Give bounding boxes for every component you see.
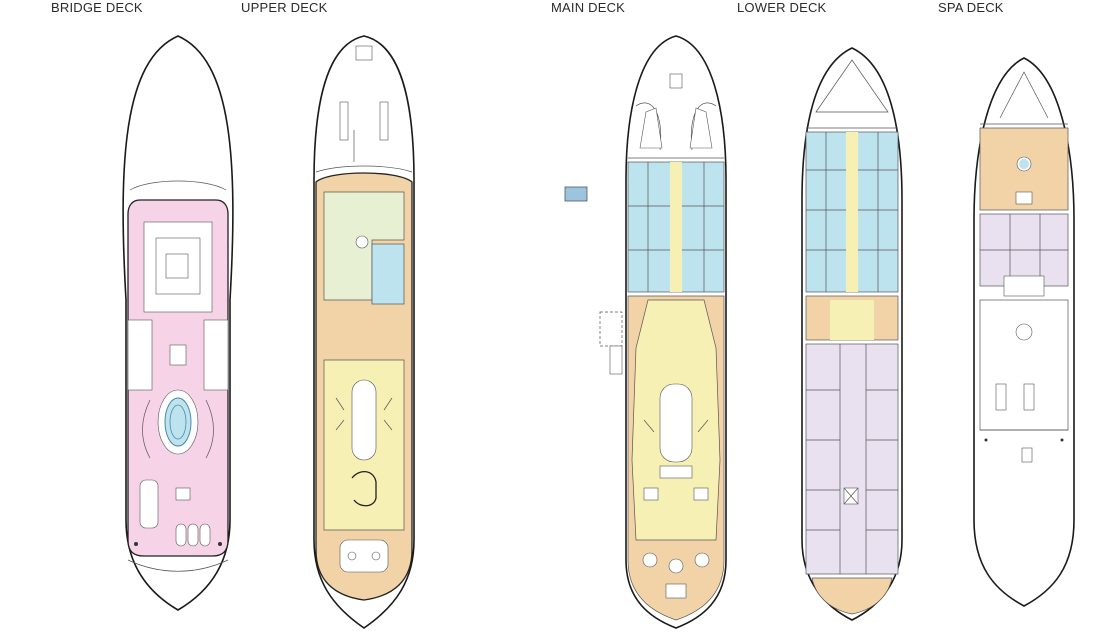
bridge-deck-plan — [122, 35, 234, 611]
lower-deck-label: LOWER DECK — [737, 0, 827, 15]
lower-deck-crew-zone — [806, 344, 898, 574]
upper-deck-cyan-zone — [372, 244, 404, 304]
legend-swatch — [564, 186, 588, 202]
upper-deck-label: UPPER DECK — [241, 0, 328, 15]
spa-deck-label: SPA DECK — [938, 0, 1004, 15]
main-deck-plan — [564, 35, 727, 629]
main-deck-label: MAIN DECK — [551, 0, 626, 15]
spa-deck-plan — [973, 57, 1075, 607]
bridge-deck-label: BRIDGE DECK — [51, 0, 143, 15]
lower-deck-plan — [801, 47, 903, 621]
upper-deck-plan — [313, 35, 415, 629]
